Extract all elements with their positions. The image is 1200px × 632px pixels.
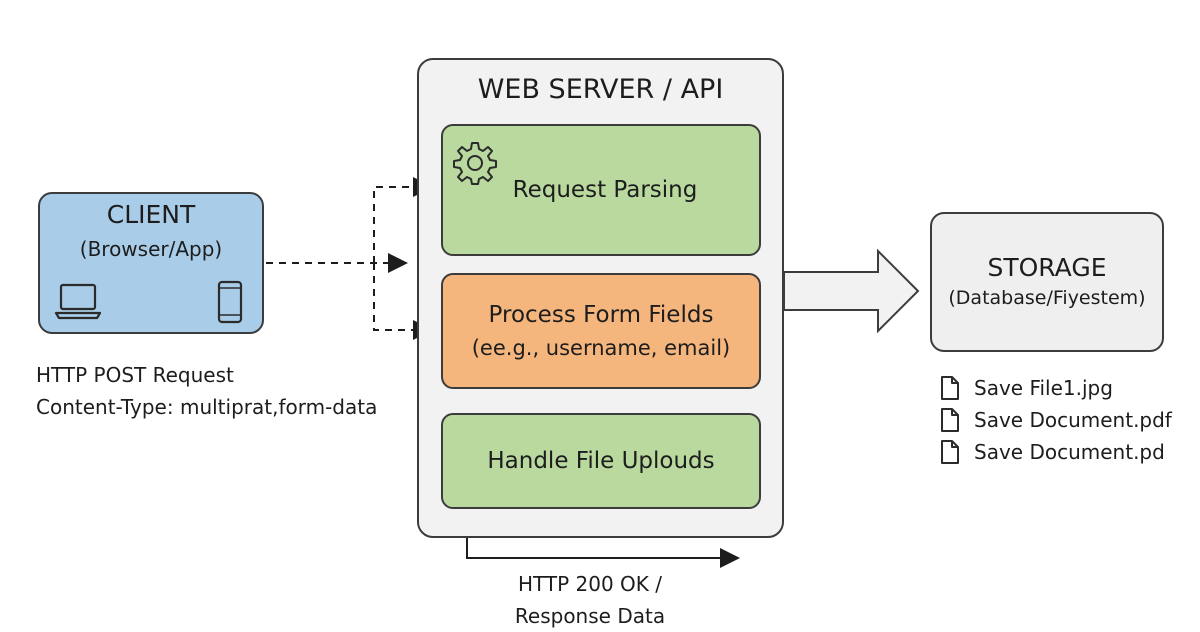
- list-item: Save Document.pd: [940, 436, 1172, 468]
- caption-method: HTTP POST Request: [36, 363, 234, 387]
- process-form-fields-stage: Process Form Fields (ee.g., username, em…: [441, 273, 761, 389]
- response-arrow: [466, 538, 740, 568]
- handle-file-uploads-stage: Handle File Uplouds: [441, 413, 761, 509]
- caption-content-type: Content-Type: multiprat,form-data: [36, 395, 378, 419]
- document-icon: [941, 440, 959, 464]
- list-item: Save File1.jpg: [940, 372, 1172, 404]
- document-icon: [941, 408, 959, 432]
- stage-label: Handle File Uplouds: [487, 448, 715, 474]
- storage-title: STORAGE: [987, 253, 1107, 282]
- stage-example: (ee.g., username, email): [471, 336, 731, 360]
- list-item: Save Document.pdf: [940, 404, 1172, 436]
- storage-block-arrow: [783, 248, 920, 334]
- stage-label: Request Parsing: [512, 177, 698, 203]
- file-label: Save Document.pd: [974, 440, 1165, 464]
- file-label: Save Document.pdf: [974, 408, 1172, 432]
- saved-files-list: Save File1.jpg Save Document.pdf Save Do…: [940, 372, 1172, 468]
- storage-subtitle: (Database/Fiyestem): [948, 287, 1146, 309]
- storage-box: STORAGE (Database/Fiyestem): [930, 212, 1164, 352]
- response-label: HTTP 200 OK / Response Data: [470, 568, 710, 632]
- response-data: Response Data: [514, 604, 666, 628]
- request-parsing-stage: Request Parsing: [441, 124, 761, 256]
- file-label: Save File1.jpg: [974, 376, 1113, 400]
- response-status: HTTP 200 OK /: [517, 572, 663, 596]
- client-subtitle: (Browser/App): [79, 237, 223, 261]
- laptop-icon: [54, 282, 102, 326]
- request-dashed-arrows: [266, 177, 433, 340]
- client-title: CLIENT: [106, 200, 196, 229]
- gear-icon: [452, 140, 498, 190]
- phone-icon: [216, 280, 244, 328]
- arrow-to-process-fields: [373, 263, 433, 340]
- web-server-title: WEB SERVER / API: [477, 74, 724, 105]
- client-box: [38, 192, 264, 334]
- client-caption: HTTP POST Request Content-Type: multipra…: [36, 359, 377, 423]
- document-icon: [941, 376, 959, 400]
- stage-label: Process Form Fields: [488, 302, 714, 328]
